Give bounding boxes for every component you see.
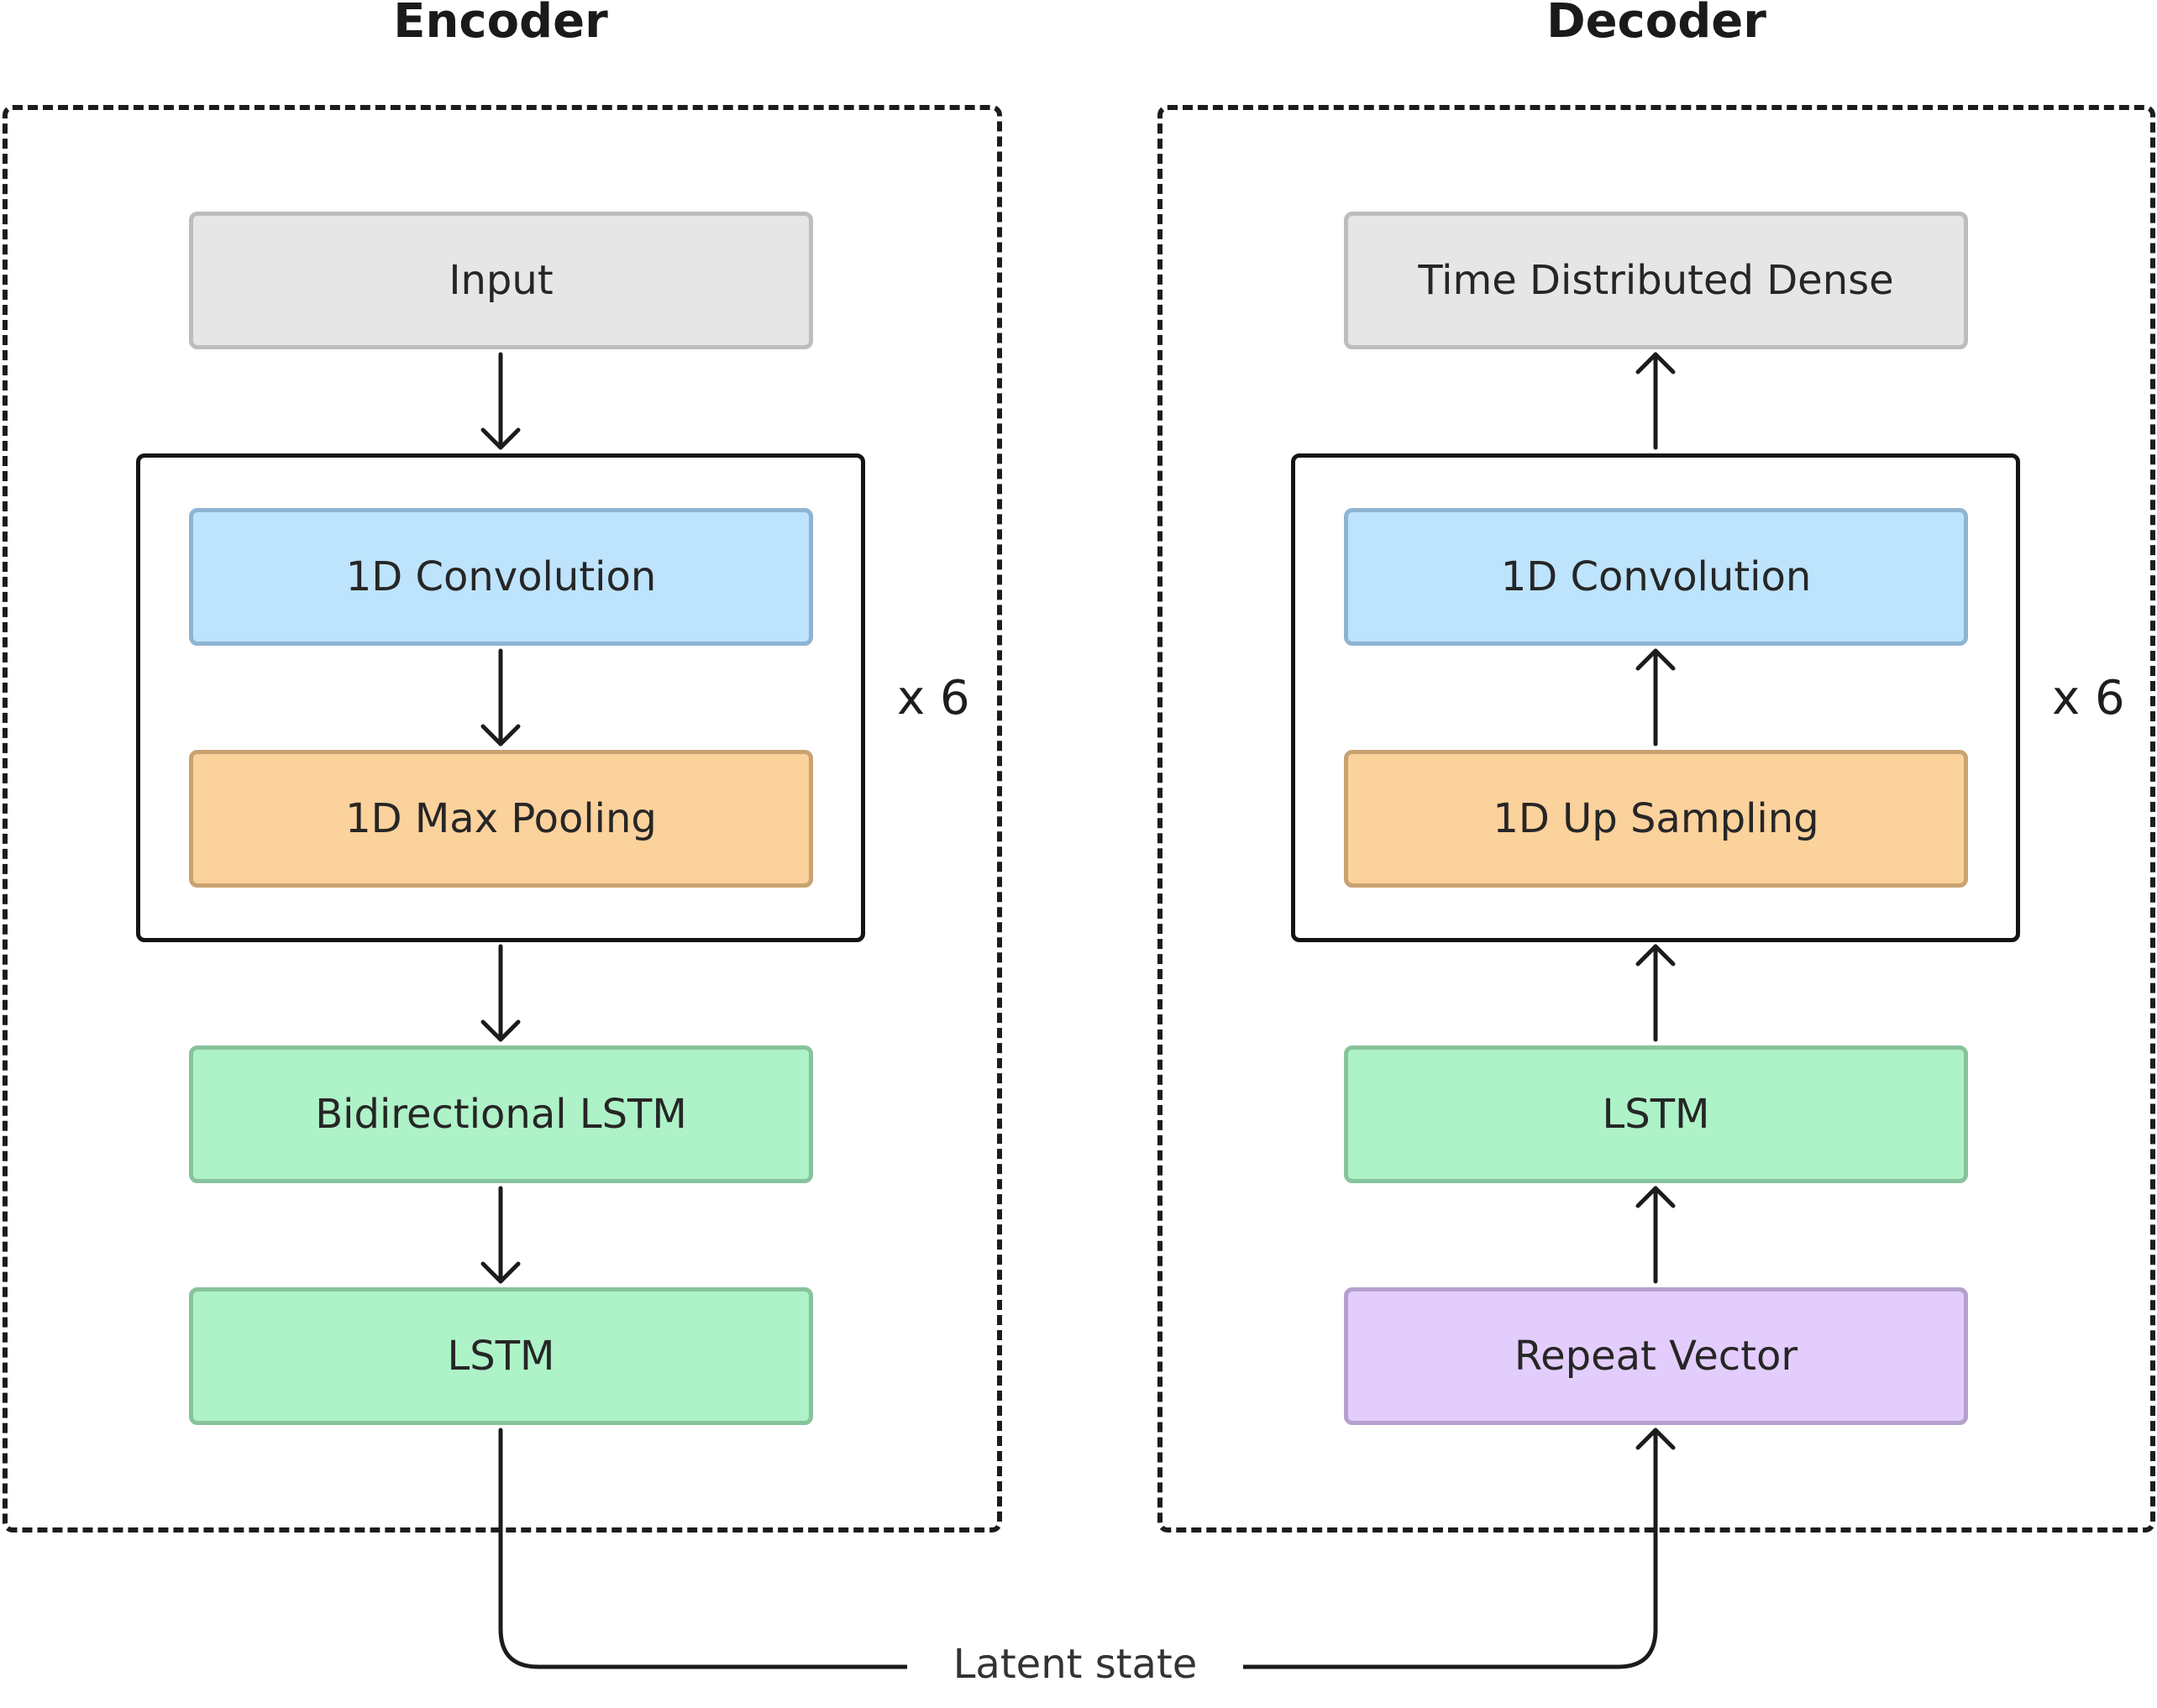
- encoder-bilstm-layer: Bidirectional LSTM: [189, 1045, 813, 1183]
- encoder-lstm-layer: LSTM: [189, 1287, 813, 1425]
- arrow-conv-to-pool: [480, 648, 521, 747]
- decoder-repeat-count: x 6: [2052, 671, 2125, 726]
- decoder-conv1d-layer: 1D Convolution: [1344, 508, 1968, 646]
- decoder-repeat-block: [1291, 453, 2020, 942]
- arrow-latent-to-repeat: [1635, 1428, 1676, 1450]
- decoder-repeat-vector-layer: Repeat Vector: [1344, 1287, 1968, 1425]
- latent-connector: [498, 1428, 1658, 1669]
- decoder-title: Decoder: [1546, 0, 1766, 49]
- decoder-dense-layer: Time Distributed Dense: [1344, 212, 1968, 349]
- arrow-lstm-to-block: [1635, 944, 1676, 1042]
- arrow-upsample-to-conv: [1635, 648, 1676, 747]
- encoder-repeat-block: [136, 453, 865, 942]
- arrow-block-to-bilstm: [480, 944, 521, 1042]
- decoder-upsampling-layer: 1D Up Sampling: [1344, 750, 1968, 888]
- arrow-block-to-dense: [1635, 352, 1676, 450]
- encoder-title: Encoder: [393, 0, 608, 49]
- decoder-lstm-layer: LSTM: [1344, 1045, 1968, 1183]
- encoder-repeat-count: x 6: [897, 671, 970, 726]
- arrow-input-to-conv: [480, 352, 521, 450]
- latent-state-label: Latent state: [907, 1637, 1243, 1691]
- arrow-bilstm-to-lstm: [480, 1186, 521, 1284]
- encoder-conv1d-layer: 1D Convolution: [189, 508, 813, 646]
- arrow-repeat-to-lstm: [1635, 1186, 1676, 1284]
- encoder-input-layer: Input: [189, 212, 813, 349]
- encoder-maxpool-layer: 1D Max Pooling: [189, 750, 813, 888]
